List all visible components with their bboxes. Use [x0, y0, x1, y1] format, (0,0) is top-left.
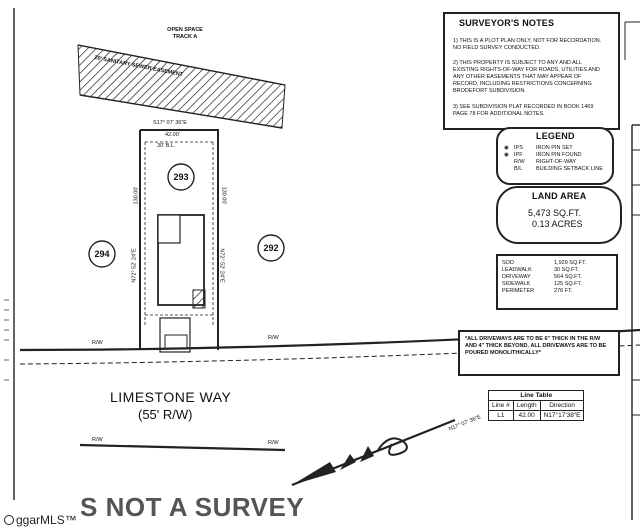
- driveway-apron: [164, 334, 188, 350]
- width-top-label: 42.00': [165, 132, 180, 138]
- mls-badge: ggarMLS™: [0, 509, 81, 531]
- circle-icon: ◉: [504, 145, 509, 151]
- dim-right-label: 130.00': [220, 186, 227, 205]
- not-a-survey-watermark: S NOT A SURVEY: [80, 492, 305, 522]
- lot-number-left: 294: [94, 249, 110, 259]
- surveyors-note-2: 2) THIS PROPERTY IS SUBJECT TO ANY AND A…: [453, 60, 600, 94]
- land-area-title: LAND AREA: [532, 191, 587, 201]
- street-rw-south: [79, 443, 286, 452]
- land-area-box: LAND AREA 5,473 SQ.FT. 0.13 ACRES: [496, 186, 622, 244]
- lot-circle-294: [88, 240, 116, 268]
- rear-setback-label: 30' B.L.: [157, 143, 176, 149]
- house-rear-porch: [157, 214, 181, 244]
- rw-bottom-left-label: R/W: [92, 437, 103, 443]
- left-strip-ticks: [4, 299, 9, 381]
- legend-item: ◉ IPF IRON PIN FOUND: [504, 152, 582, 158]
- legend-item: R/W RIGHT-OF-WAY: [514, 159, 577, 165]
- legend-title: LEGEND: [536, 131, 575, 141]
- driveway-note: *ALL DRIVEWAYS ARE TO BE 6" THICK IN THE…: [465, 336, 607, 356]
- surveyors-notes-title: SURVEYOR'S NOTES: [459, 18, 555, 28]
- land-area-sqft: 5,473 SQ.FT.: [528, 208, 582, 218]
- surveyors-note-1: 1) THIS IS A PLOT PLAN ONLY, NOT FOR REC…: [453, 38, 602, 51]
- lot-line-right: [140, 129, 219, 350]
- legend-items: ◉ IPS IRON PIN SET ◉ IPF IRON PIN FOUND …: [504, 145, 608, 173]
- line-table: Line Table Line # Length Direction L1 42…: [487, 390, 585, 421]
- mls-logo-icon: [4, 515, 14, 525]
- stoop-hatch: [192, 289, 206, 309]
- lot-circle-292: [257, 234, 285, 262]
- legend-box: LEGEND ◉ IPS IRON PIN SET ◉ IPF IRON PIN…: [496, 127, 614, 185]
- line-table-title: Line Table: [487, 390, 585, 401]
- legend-item: ◉ IPS IRON PIN SET: [504, 145, 573, 151]
- driveway-note-box: *ALL DRIVEWAYS ARE TO BE 6" THICK IN THE…: [458, 330, 620, 376]
- bearing-right-label: N72° 52' 24"E: [218, 248, 225, 283]
- land-area-acres: 0.13 ACRES: [532, 219, 583, 229]
- street-name: LIMESTONE WAY: [110, 389, 232, 405]
- legend-item: B/L BUILDING SETBACK LINE: [514, 166, 603, 172]
- rw-left-label: R/W: [92, 340, 103, 346]
- bearing-left-label: N72° 52' 24"E: [131, 248, 138, 283]
- street-rw: (55' R/W): [138, 407, 193, 422]
- bearing-top-label: S17° 07' 36"E: [153, 120, 187, 126]
- line-table-header: Length: [512, 400, 541, 411]
- lot-number-right: 292: [263, 243, 279, 253]
- table-row: L1 42.00 N17°17'38"E: [488, 410, 585, 421]
- circle-icon: ◉: [504, 152, 509, 158]
- easement-line-bottom: [79, 94, 283, 129]
- surveyors-note-3: 3) SEE SUBDIVISION PLAT RECORDED IN BOOK…: [453, 104, 594, 117]
- rw-right-label: R/W: [268, 335, 279, 341]
- easement-line-top: [77, 44, 286, 86]
- north-arrow: [291, 418, 456, 487]
- line-table-header: Direction: [539, 400, 585, 411]
- lot-circle-293: [167, 163, 195, 191]
- dim-left-label: 130.00': [133, 186, 140, 205]
- surveyors-notes-box: SURVEYOR'S NOTES 1) THIS IS A PLOT PLAN …: [443, 12, 620, 130]
- lot-number-main: 293: [173, 172, 189, 182]
- rw-bottom-right-label: R/W: [268, 440, 279, 446]
- line-table-header: Line #: [488, 400, 514, 411]
